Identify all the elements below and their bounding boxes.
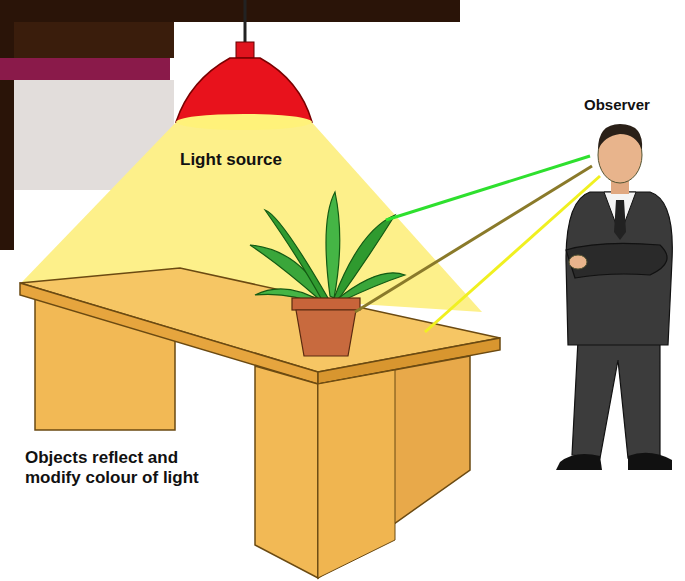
plant xyxy=(250,192,405,356)
table-leg xyxy=(318,370,395,578)
table-edge xyxy=(20,283,318,384)
lamp-socket xyxy=(236,42,254,58)
table-leg xyxy=(255,366,318,578)
dark-border xyxy=(14,22,174,58)
magenta-strip xyxy=(0,58,170,80)
lamp-label: Light source xyxy=(180,150,310,170)
lamp-shade xyxy=(176,58,312,122)
lamp-bulb-glow xyxy=(176,114,312,130)
table-leg xyxy=(318,356,470,578)
lamp-cord xyxy=(244,0,247,45)
caption-note: Objects reflect and modify colour of lig… xyxy=(25,448,225,489)
observer-label: Observer xyxy=(584,96,680,114)
dark-border xyxy=(0,0,14,250)
observer-figure xyxy=(556,124,672,470)
dark-border xyxy=(0,0,460,22)
